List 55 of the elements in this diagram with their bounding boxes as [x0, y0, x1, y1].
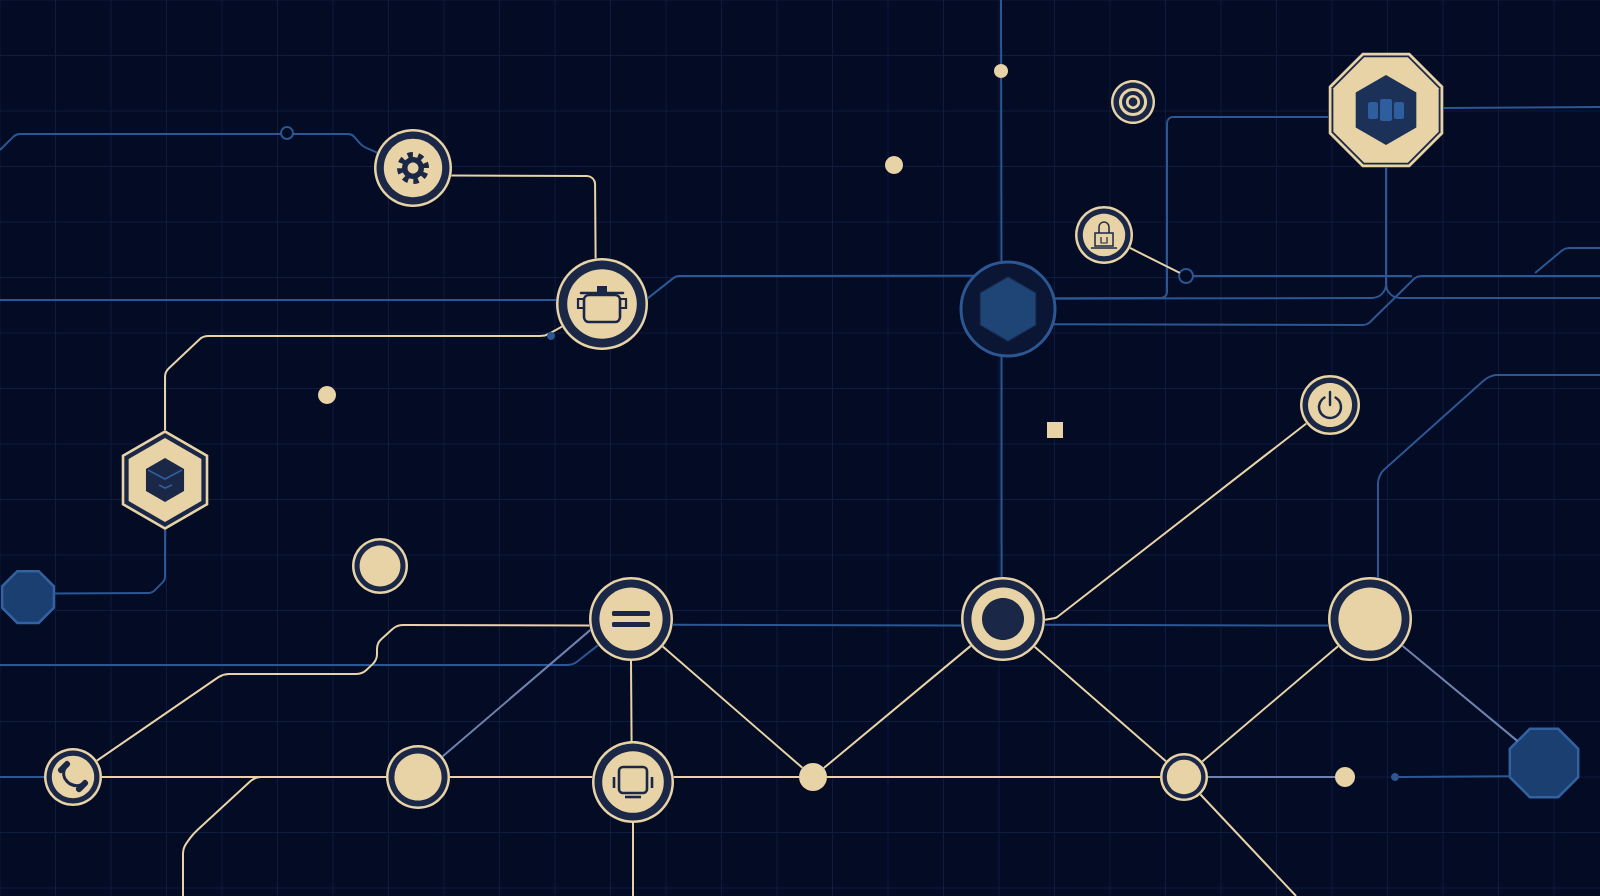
octagon-node — [1508, 727, 1580, 799]
connector-line — [1043, 623, 1330, 627]
connector-line — [95, 624, 591, 762]
junction-ring — [1178, 268, 1194, 284]
circle-node — [556, 258, 648, 350]
target-node — [1111, 80, 1155, 124]
connector-line — [1051, 275, 1600, 326]
circle-node — [1300, 375, 1360, 435]
dot-node — [885, 156, 903, 174]
circle-node — [386, 745, 450, 809]
connector-line — [1033, 645, 1167, 763]
connector-line — [1128, 247, 1181, 274]
connector-line — [1398, 775, 1511, 778]
connector-line — [672, 776, 800, 778]
connector-line — [646, 274, 976, 300]
circle-node — [352, 538, 408, 594]
circle-node — [1075, 206, 1133, 264]
dot-node — [318, 386, 336, 404]
connector-line — [1000, 0, 1003, 264]
connector-line — [182, 776, 387, 896]
circle-node — [44, 748, 102, 806]
connector-line — [450, 174, 597, 260]
connector-line — [826, 776, 1161, 778]
connector-line — [1401, 644, 1519, 743]
circle-node — [592, 741, 674, 823]
connector-line — [671, 623, 963, 627]
circle-node — [1160, 753, 1208, 801]
connector-line — [0, 776, 45, 778]
connector-line — [632, 822, 634, 896]
connector-line — [441, 628, 592, 758]
dot-node — [799, 763, 827, 791]
connector-line — [0, 644, 600, 666]
connector-line — [1199, 793, 1297, 896]
connector-line — [1201, 645, 1339, 763]
connector-line — [1207, 776, 1336, 778]
connector-line — [822, 644, 972, 770]
connector-line — [1442, 106, 1600, 109]
connector-line — [1052, 116, 1330, 300]
connector-line — [0, 133, 379, 154]
connector-line — [1000, 354, 1003, 579]
connector-line — [164, 325, 563, 431]
connector-line — [0, 299, 558, 301]
connector-line — [52, 529, 166, 595]
connector-line — [1385, 166, 1600, 299]
ring-node — [961, 577, 1045, 661]
connector-line — [661, 645, 804, 769]
connector-line — [1377, 374, 1600, 579]
circle-node — [1328, 577, 1412, 661]
circle-node — [374, 129, 452, 207]
dot-node — [1335, 767, 1355, 787]
connector-line — [630, 660, 633, 743]
connector-line — [449, 776, 594, 778]
connector-line — [1192, 275, 1413, 277]
circle-node — [589, 577, 673, 661]
connector-line — [1044, 422, 1308, 621]
